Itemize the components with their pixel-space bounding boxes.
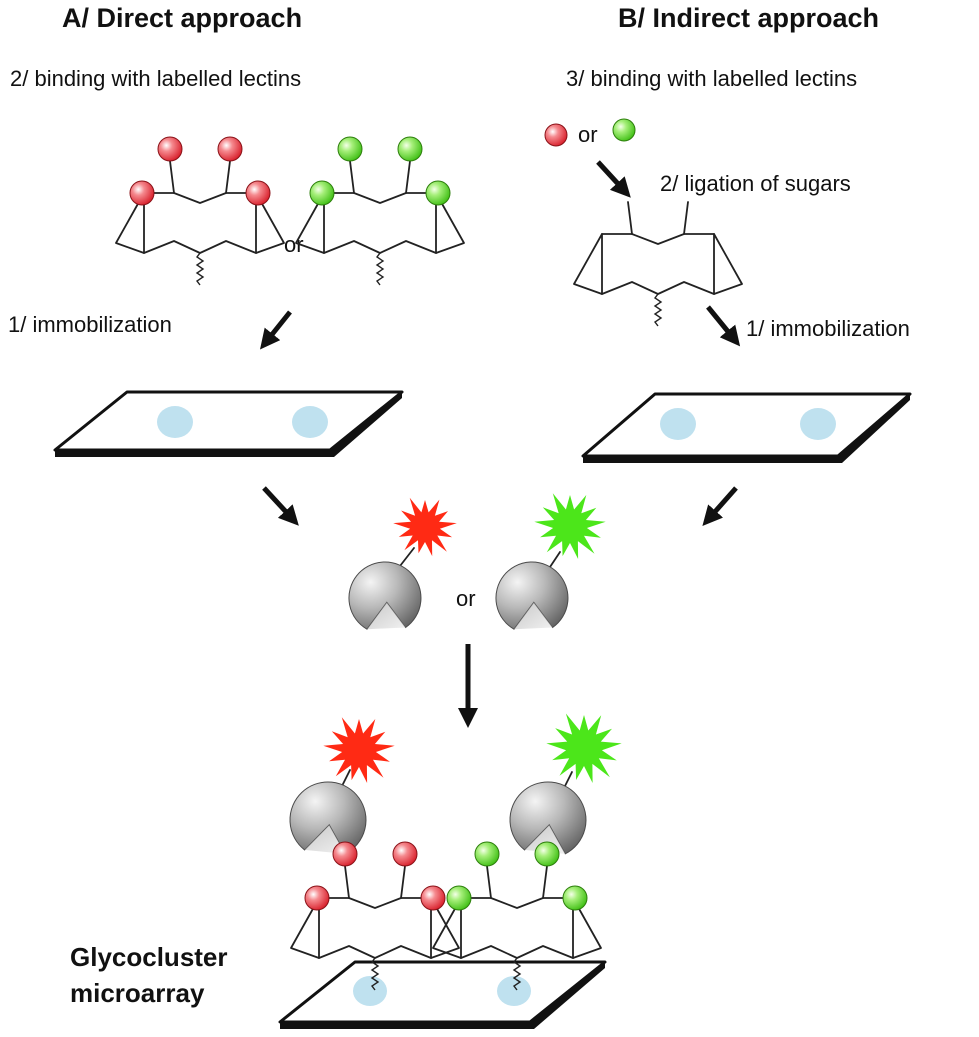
- fluorescent-label-green-icon: [546, 713, 622, 783]
- spot-icon: [497, 976, 531, 1006]
- glass-slide-indirect: [581, 392, 912, 463]
- arrow-direct-immobilization: [260, 310, 292, 350]
- result-label-line2: microarray: [70, 978, 205, 1008]
- spot-icon: [800, 408, 836, 440]
- sugar-red-icon: [245, 180, 271, 206]
- arrow-indirect-to-lectins: [702, 486, 738, 526]
- step-indirect-binding: 3/ binding with labelled lectins: [566, 66, 857, 91]
- heading-indirect-approach: B/ Indirect approach: [618, 3, 879, 33]
- arrow-direct-to-lectins: [262, 486, 299, 526]
- lectin-bound-red: [289, 781, 367, 855]
- arrow-indirect-immobilization: [706, 305, 741, 347]
- sugar-green-icon: [425, 180, 451, 206]
- sugar-red-icon: [420, 885, 446, 911]
- sugar-red-icon: [392, 841, 418, 867]
- sugar-red-icon: [544, 123, 568, 147]
- sugar-green-icon: [562, 885, 588, 911]
- spot-icon: [157, 406, 193, 438]
- fluorescent-label-red-icon: [323, 717, 395, 783]
- sugar-red-icon: [129, 180, 155, 206]
- heading-direct-approach: A/ Direct approach: [62, 3, 302, 33]
- glycocluster-red-direct: [115, 136, 285, 286]
- sugar-red-icon: [157, 136, 183, 162]
- sugar-green-icon: [309, 180, 335, 206]
- sugar-green-icon: [397, 136, 423, 162]
- lectin-green-label: [495, 561, 569, 630]
- or-lectins: or: [456, 586, 476, 611]
- step-indirect-ligation: 2/ ligation of sugars: [660, 171, 851, 196]
- arrow-indirect-ligation: [596, 160, 631, 198]
- spot-icon: [292, 406, 328, 438]
- sugar-green-icon: [474, 841, 500, 867]
- sugar-green-icon: [534, 841, 560, 867]
- sugar-red-icon: [304, 885, 330, 911]
- scaffold-unlabelled: [573, 201, 743, 327]
- spot-icon: [660, 408, 696, 440]
- step-indirect-immobilization: 1/ immobilization: [746, 316, 910, 341]
- sugar-red-icon: [332, 841, 358, 867]
- glycocluster-green-bound: [432, 841, 602, 991]
- diagram-molecules: [115, 118, 743, 991]
- fluorescent-label-red-icon: [393, 497, 457, 557]
- sugar-green-icon: [337, 136, 363, 162]
- result-label-line1: Glycocluster: [70, 942, 228, 972]
- step-direct-immobilization: 1/ immobilization: [8, 312, 172, 337]
- lectin-red-label: [348, 561, 422, 630]
- spot-icon: [353, 976, 387, 1006]
- glass-slide-microarray: [278, 960, 607, 1029]
- or-indirect-sugars: or: [578, 122, 598, 147]
- sugar-green-icon: [446, 885, 472, 911]
- glycocluster-red-bound: [290, 841, 460, 991]
- sugar-green-icon: [612, 118, 636, 142]
- sugar-red-icon: [217, 136, 243, 162]
- glass-slide-direct: [53, 390, 404, 457]
- fluorescent-label-green-icon: [534, 493, 606, 559]
- step-direct-binding: 2/ binding with labelled lectins: [10, 66, 301, 91]
- glycocluster-green-direct: [295, 136, 465, 286]
